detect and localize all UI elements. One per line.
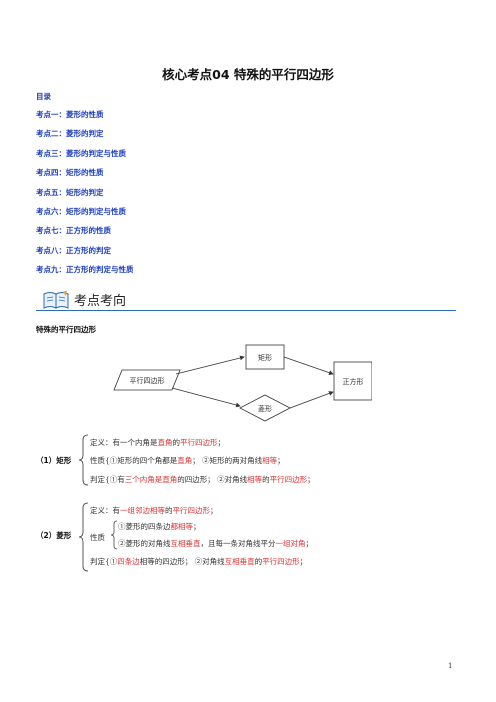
text: ①菱形的四条边	[118, 522, 171, 531]
square-label: 正方形	[343, 377, 364, 386]
definition-label: 定义：	[90, 506, 113, 515]
rectangle-properties: 性质{①矩形的四个角都是直角； ②矩形的两对角线相等；	[90, 455, 285, 466]
rectangle-judgement: 判定{①有三个内角是直角的四边形； ②对角线相等的平行四边形；	[90, 474, 315, 485]
rectangle-definition: 定义：有一个内角是直角的平行四边形；	[90, 437, 225, 448]
text: 的四边形； ②对角线	[177, 475, 248, 484]
highlight: 互相垂直	[224, 557, 255, 566]
text: 的	[172, 438, 181, 447]
text: ①有	[109, 475, 125, 484]
rectangle-item-label: （1）矩形	[36, 456, 72, 465]
text: 的	[262, 475, 270, 484]
rhombus-brace	[76, 502, 90, 576]
text: ，且每一条对角线平分	[200, 539, 276, 548]
highlight: 平行四边形	[172, 506, 211, 515]
toc-item[interactable]: 考点三：菱形的判定与性质	[36, 148, 126, 158]
highlight: 都相等	[170, 522, 194, 531]
text: 的	[254, 557, 263, 566]
subtitle: 特殊的平行四边形	[36, 325, 96, 334]
rhombus-item-label: （2）菱形	[36, 531, 72, 540]
toc-list: 考点一：菱形的性质 考点二：菱形的判定 考点三：菱形的判定与性质 考点四：矩形的…	[36, 110, 134, 285]
text: ；	[277, 456, 285, 465]
rhombus-properties-brace	[110, 520, 118, 554]
section-label: 考点考向	[74, 294, 127, 309]
rhombus-property-1: ①菱形的四条边都相等；	[118, 521, 201, 532]
rectangle-brace	[76, 434, 90, 490]
rhombus-property-2: ②菱形的对角线互相垂直，且每一条对角线平分一组对角；	[118, 538, 313, 549]
text: ；	[217, 438, 226, 447]
rhombus-properties-label: 性质	[90, 533, 105, 542]
judgement-label: 判定	[90, 475, 105, 484]
section-header: 考点考向	[36, 288, 456, 314]
highlight: 一组对角	[275, 539, 306, 548]
section-divider	[36, 310, 456, 311]
rhombus-judgement: 判定{①四条边相等的四边形； ②对角线互相垂直的平行四边形；	[90, 556, 307, 567]
rhombus-shape	[239, 394, 291, 422]
square-shape	[333, 361, 373, 401]
toc-item[interactable]: 考点二：菱形的判定	[36, 129, 104, 139]
text: ①	[109, 557, 118, 566]
rectangle-shape	[245, 344, 285, 370]
toc-item[interactable]: 考点九：正方形的判定与性质	[36, 265, 134, 275]
text: ②菱形的对角线	[118, 539, 171, 548]
page-number: 1	[448, 662, 453, 670]
highlight: 四条边	[117, 557, 140, 566]
highlight: 平行四边形	[262, 557, 300, 566]
toc-item[interactable]: 考点八：正方形的判定	[36, 245, 111, 255]
text: ；	[210, 506, 218, 515]
text: 有	[112, 506, 121, 515]
highlight: 相等	[247, 475, 263, 484]
text: ；	[307, 475, 315, 484]
highlight: 直角	[157, 438, 173, 447]
highlight: 相等	[262, 456, 278, 465]
parallelogram-label: 平行四边形	[130, 376, 165, 385]
text: 相等的四边形； ②对角线	[139, 557, 225, 566]
text: 的	[165, 506, 173, 515]
text: ①矩形的四个角都是	[109, 456, 178, 465]
small-brace: {	[105, 456, 110, 465]
toc-item[interactable]: 考点五：矩形的判定	[36, 187, 104, 197]
rhombus-definition: 定义：有一组邻边相等的平行四边形；	[90, 505, 218, 516]
toc-item[interactable]: 考点七：正方形的性质	[36, 226, 111, 236]
page-title: 核心考点04 特殊的平行四边形	[162, 67, 334, 82]
highlight: 互相垂直	[170, 539, 201, 548]
book-icon	[43, 290, 69, 313]
text: ； ②矩形的两对角线	[192, 456, 263, 465]
toc-item[interactable]: 考点六：矩形的判定与性质	[36, 206, 126, 216]
text: ；	[193, 522, 201, 531]
small-brace: {	[105, 557, 110, 566]
highlight: 平行四边形	[180, 438, 218, 447]
rhombus-label: 菱形	[258, 404, 272, 413]
highlight: 平行四边形	[269, 475, 308, 484]
parallelogram-shape	[113, 369, 181, 391]
toc-item[interactable]: 考点一：菱形的性质	[36, 110, 104, 119]
arrow-rhombus-to-square	[289, 391, 334, 409]
highlight: 三个内角是直角	[124, 475, 178, 484]
arrow-rect-to-square	[283, 356, 334, 375]
definition-label: 定义：	[90, 438, 113, 447]
highlight: 直角	[177, 456, 193, 465]
toc-label: 目录	[36, 92, 51, 101]
text: ；	[299, 557, 308, 566]
properties-label: 性质	[90, 456, 105, 465]
small-brace: {	[105, 475, 110, 484]
relationship-diagram: 平行四边形 矩形 菱形 正方形	[112, 340, 373, 426]
rectangle-label: 矩形	[258, 353, 272, 362]
arrow-to-rectangle	[175, 355, 245, 375]
judgement-label: 判定	[90, 557, 105, 566]
text: 有一个内角是	[112, 438, 158, 447]
highlight: 一组邻边相等	[120, 506, 165, 515]
arrow-to-rhombus	[171, 387, 241, 408]
text: ；	[305, 539, 314, 548]
toc-item[interactable]: 考点四：矩形的性质	[36, 168, 104, 178]
